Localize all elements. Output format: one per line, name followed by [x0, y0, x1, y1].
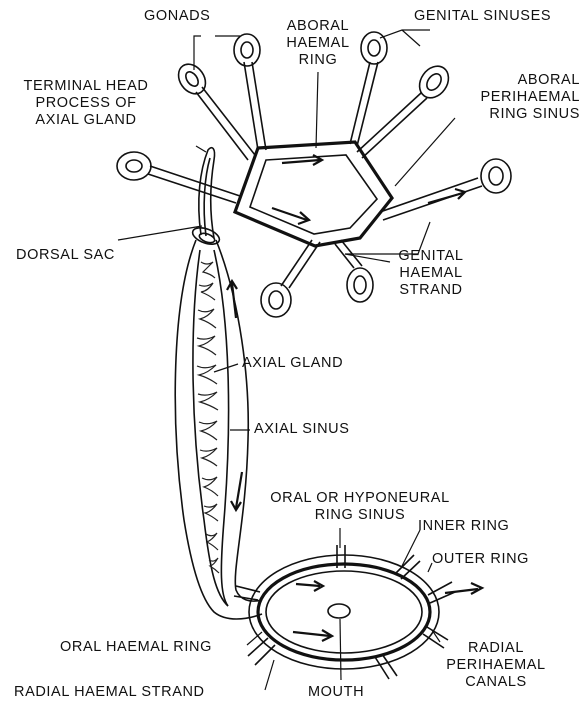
label-inner-ring: INNER RING [418, 518, 509, 535]
label-axial-sinus: AXIAL SINUS [254, 421, 350, 438]
label-line: ORAL OR HYPONEURAL [262, 490, 458, 507]
label-line: RING SINUS [450, 106, 580, 123]
label-aboral-haemal-ring: ABORAL HAEMAL RING [278, 18, 358, 69]
axial-gland [193, 250, 229, 606]
label-line: AXIAL GLAND [0, 112, 172, 129]
label-line: RADIAL [436, 640, 556, 657]
label-line: ABORAL [450, 72, 580, 89]
oral-ring [249, 555, 439, 669]
label-outer-ring: OUTER RING [432, 551, 529, 568]
oral-flow-arrows [293, 581, 482, 641]
aboral-ring [235, 142, 392, 246]
label-line: TERMINAL HEAD [0, 78, 172, 95]
label-line: PERIHAEMAL [450, 89, 580, 106]
label-line: CANALS [436, 674, 556, 691]
label-mouth: MOUTH [308, 684, 364, 701]
axial-sinus-arrow [231, 472, 242, 510]
label-radial-haemal-strand: RADIAL HAEMAL STRAND [14, 684, 205, 701]
label-line: HAEMAL [278, 35, 358, 52]
label-line: PERIHAEMAL [436, 657, 556, 674]
label-line: GENITAL [386, 248, 476, 265]
label-oral-haemal-ring: ORAL HAEMAL RING [60, 639, 212, 656]
label-line: STRAND [386, 282, 476, 299]
label-gonads: GONADS [144, 8, 210, 25]
label-genital-haemal-strand: GENITAL HAEMAL STRAND [386, 248, 476, 299]
label-aboral-perihaemal-ring-sinus: ABORAL PERIHAEMAL RING SINUS [450, 72, 580, 123]
label-radial-perihaemal-canals: RADIAL PERIHAEMAL CANALS [436, 640, 556, 691]
label-line: PROCESS OF [0, 95, 172, 112]
mouth [328, 604, 350, 618]
label-terminal-head: TERMINAL HEAD PROCESS OF AXIAL GLAND [0, 78, 172, 129]
label-axial-gland: AXIAL GLAND [242, 355, 343, 372]
label-line: ABORAL [278, 18, 358, 35]
label-line: RING [278, 52, 358, 69]
label-dorsal-sac: DORSAL SAC [16, 247, 115, 264]
label-genital-sinuses: GENITAL SINUSES [414, 8, 551, 25]
label-line: HAEMAL [386, 265, 476, 282]
